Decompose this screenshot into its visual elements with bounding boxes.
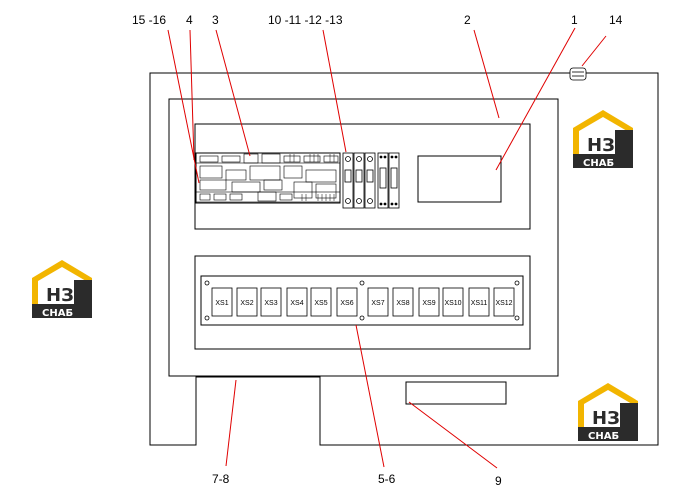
terminal-block: XS4 (286, 287, 308, 317)
terminal-label: XS4 (290, 300, 303, 307)
terminal-label: XS10 (444, 300, 461, 307)
callout-14: 14 (609, 13, 623, 27)
terminal-label: XS6 (340, 300, 353, 307)
callout-10-13: 10 -11 -12 -13 (268, 13, 343, 27)
mounting-plate (168, 98, 559, 377)
logo-letters: НЗ (592, 408, 620, 429)
terminal-block: XS6 (336, 287, 358, 317)
terminal-block: XS3 (260, 287, 282, 317)
cabinet-outline (149, 72, 659, 446)
callout-1: 1 (571, 13, 578, 27)
brand-logo: НЗ СНАБ (32, 260, 92, 319)
callout-4: 4 (186, 13, 193, 27)
terminal-label: XS3 (264, 300, 277, 307)
circuit-breakers (342, 152, 400, 209)
terminal-label: XS2 (240, 300, 253, 307)
vent-icon (569, 67, 587, 81)
terminal-label: XS11 (471, 300, 488, 307)
brand-logo: НЗ СНАБ (573, 110, 633, 169)
terminal-label: XS8 (396, 300, 409, 307)
terminal-block: XS1 (211, 287, 233, 317)
display-window (417, 155, 502, 203)
terminal-label: XS7 (371, 300, 384, 307)
terminal-blocks: XS1 XS2 XS3 XS4 XS5 XS6 XS7 XS8 XS9 XS10 XS11 XS12 (211, 287, 515, 317)
gland-plate (405, 381, 507, 405)
terminal-block: XS10 (442, 287, 464, 317)
callout-15-16: 15 -16 (132, 13, 166, 27)
terminal-label: XS1 (215, 300, 228, 307)
callout-5-6: 5-6 (378, 472, 396, 486)
terminal-block: XS5 (310, 287, 332, 317)
terminal-block: XS8 (392, 287, 414, 317)
terminal-block: XS9 (418, 287, 440, 317)
leader-lines (167, 27, 607, 469)
controller-module (195, 152, 341, 204)
callout-9: 9 (495, 474, 502, 488)
terminal-label: XS5 (314, 300, 327, 307)
callout-7-8: 7-8 (212, 472, 230, 486)
callout-3: 3 (212, 13, 219, 27)
terminal-strip (200, 275, 524, 326)
logo-brand: СНАБ (42, 308, 73, 319)
callout-2: 2 (464, 13, 471, 27)
terminal-block: XS12 (493, 287, 515, 317)
callout-labels: 15 -16 4 3 10 -11 -12 -13 2 1 14 7-8 5-6… (132, 13, 623, 488)
terminal-label: XS12 (495, 300, 512, 307)
logo-brand: СНАБ (588, 431, 619, 442)
logo-letters: НЗ (587, 135, 615, 156)
terminal-block: XS11 (468, 287, 490, 317)
terminal-block: XS7 (367, 287, 389, 317)
logo-brand: СНАБ (583, 158, 614, 169)
brand-logo: НЗ СНАБ (578, 383, 638, 442)
upper-panel (194, 123, 531, 230)
lower-panel (194, 255, 531, 350)
terminal-label: XS9 (422, 300, 435, 307)
logo-letters: НЗ (46, 285, 74, 306)
terminal-block: XS2 (236, 287, 258, 317)
terminal-strip-screws (204, 280, 520, 321)
